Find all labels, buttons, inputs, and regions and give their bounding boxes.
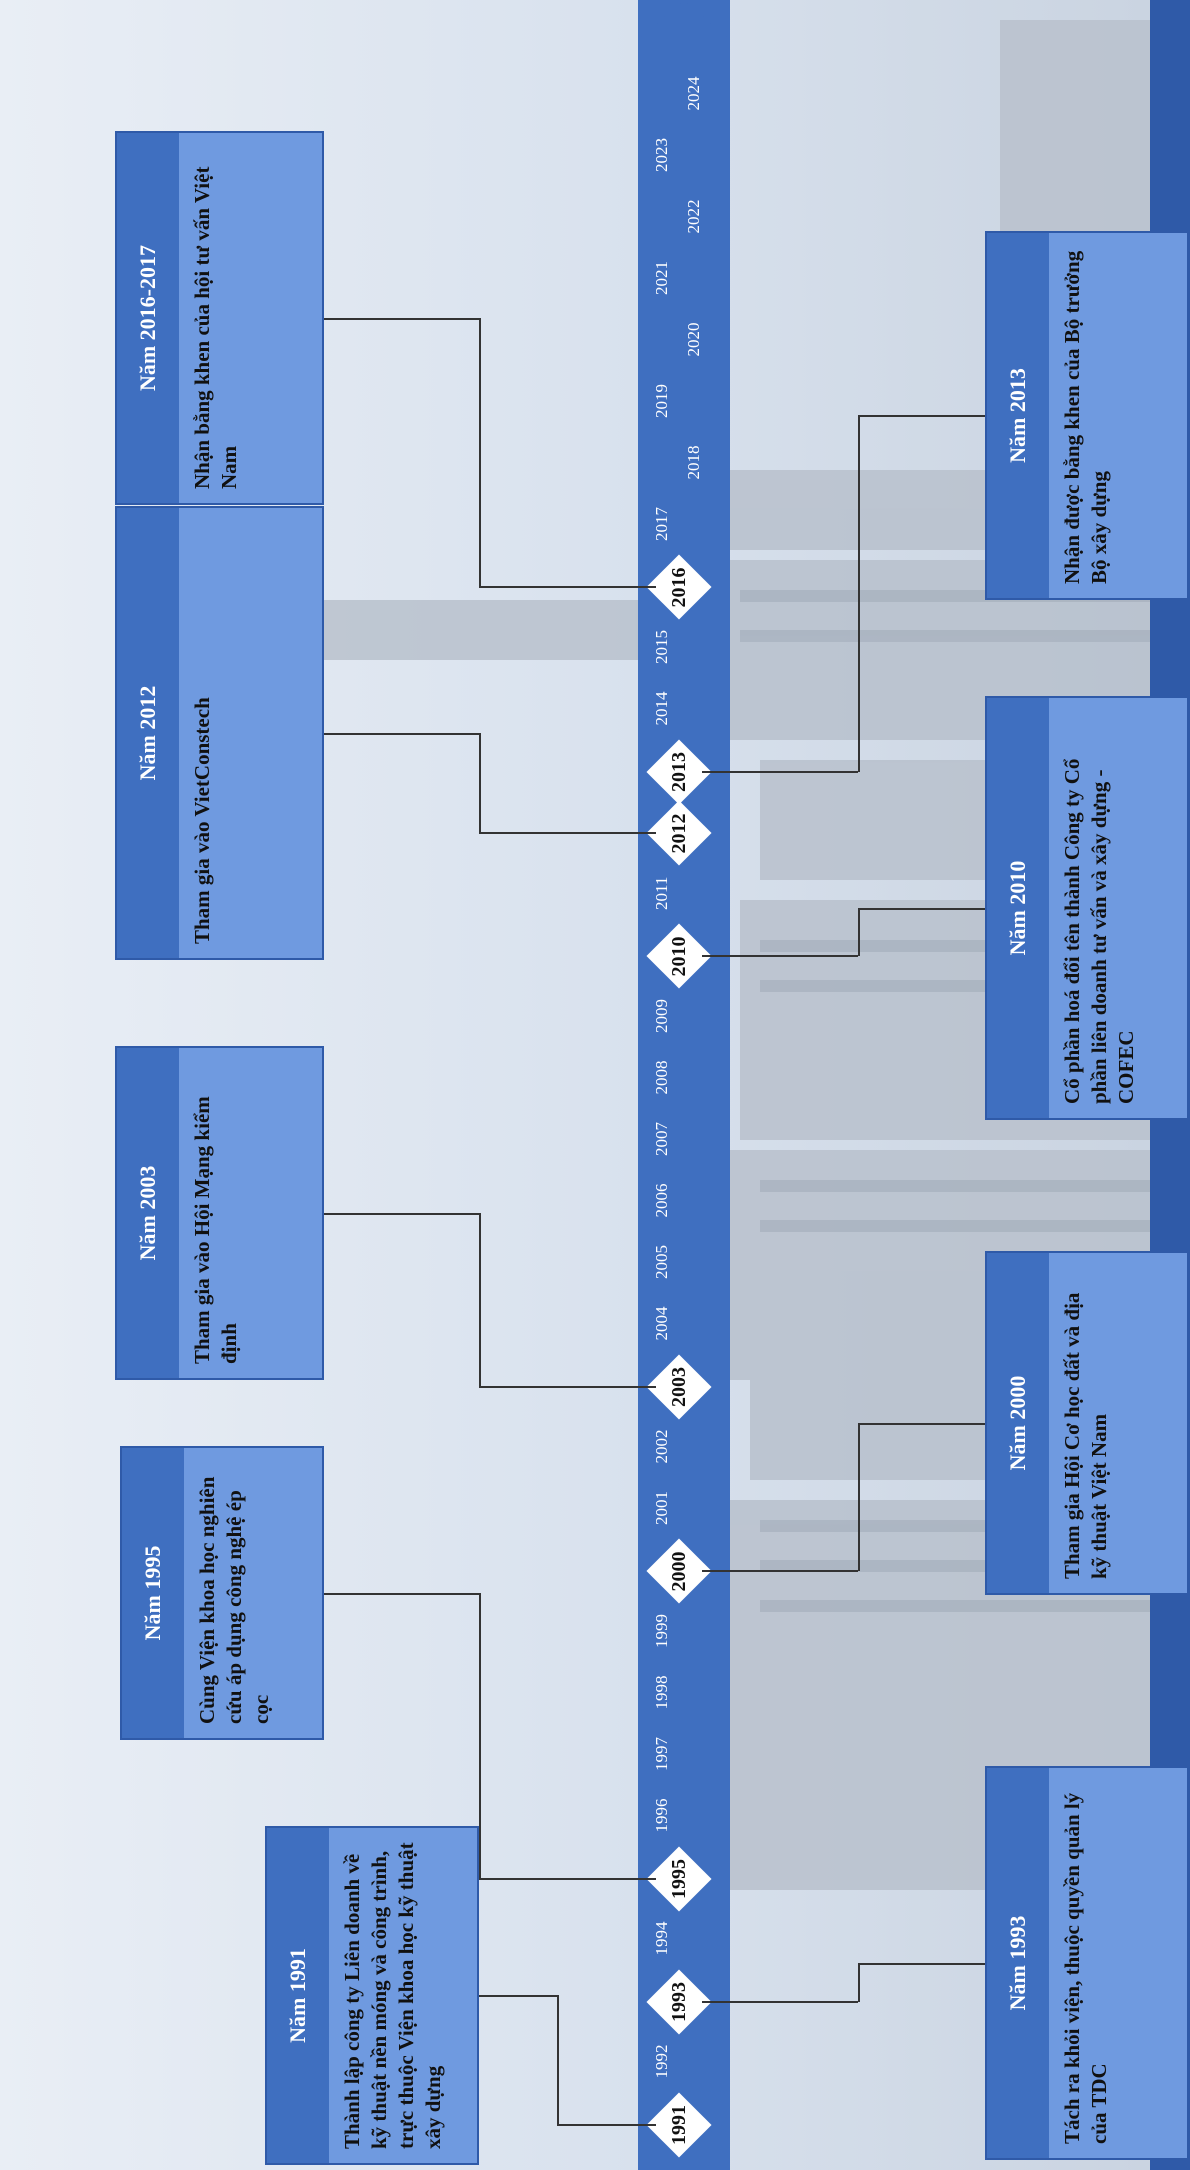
event-card-2000: Năm 2000 Tham gia Hội Cơ học đất và địa … <box>985 1251 1189 1595</box>
milestone-year-2003: 2003 <box>668 1367 690 1407</box>
event-title: Năm 2000 <box>987 1253 1049 1593</box>
year-tick-2011: 2011 <box>652 876 671 910</box>
milestone-year-2010: 2010 <box>668 936 690 977</box>
year-tick-2006: 2006 <box>652 1183 671 1218</box>
connector-stem-1995 <box>479 1878 656 1880</box>
connector-line-2010 <box>857 908 987 957</box>
year-tick-2005: 2005 <box>652 1245 671 1279</box>
year-tick-1996: 1996 <box>652 1798 671 1833</box>
event-card-2016: Năm 2016-2017 Nhận bằng khen của hội tư … <box>115 131 324 505</box>
connector-line-1991 <box>475 1995 559 2125</box>
connector-stem-2010 <box>702 955 858 958</box>
year-tick-2009: 2009 <box>652 999 671 1033</box>
year-tick-1992: 1992 <box>652 2044 671 2079</box>
connector-stem-1993 <box>702 2001 858 2003</box>
event-card-2012: Năm 2012 Tham gia vào VietConstech <box>115 506 324 960</box>
milestone-year-2016: 2016 <box>668 567 690 608</box>
event-text: Thành lập công ty Liên doanh về kỹ thuật… <box>340 1842 445 2149</box>
year-tick-2019: 2019 <box>652 384 671 418</box>
milestone-year-2000: 2000 <box>668 1551 690 1592</box>
year-tick-2020: 2020 <box>684 322 703 357</box>
event-title: Năm 2003 <box>117 1048 179 1378</box>
milestone-year-2012: 2012 <box>668 813 690 854</box>
year-tick-1999: 1999 <box>652 1614 671 1648</box>
milestone-year-2013: 2013 <box>668 752 690 792</box>
year-tick-2008: 2008 <box>652 1060 671 1095</box>
event-text: Tham gia vào VietConstech <box>190 697 214 944</box>
year-tick-2018: 2018 <box>684 445 703 480</box>
year-tick-2024: 2024 <box>684 76 703 111</box>
year-tick-2015: 2015 <box>652 630 671 664</box>
timeline-arrow-tip <box>638 0 730 40</box>
event-text: Nhận được bằng khen của Bộ trưởng Bộ xây… <box>1060 250 1111 584</box>
event-title: Năm 2010 <box>987 698 1049 1118</box>
event-title: Năm 2012 <box>117 508 179 958</box>
year-tick-2017: 2017 <box>652 507 671 541</box>
event-text: Tham gia vào Hội Mạng kiểm định <box>190 1096 241 1364</box>
event-text: Tách ra khỏi viện, thuộc quyền quản lý c… <box>1060 1792 1111 2144</box>
event-text: Cổ phần hoá đổi tên thành Công ty Cổ phầ… <box>1060 758 1138 1104</box>
event-title: Năm 1993 <box>987 1768 1049 2158</box>
event-title: Năm 1995 <box>122 1448 184 1738</box>
event-card-2013: Năm 2013 Nhận được bằng khen của Bộ trưở… <box>985 231 1189 600</box>
milestone-year-1995: 1995 <box>668 1859 690 1899</box>
connector-stem-2012 <box>479 832 656 835</box>
year-tick-2002: 2002 <box>652 1429 671 1464</box>
connector-line-1993 <box>857 1963 987 2002</box>
connector-line-2003 <box>320 1213 481 1387</box>
connector-stem-2013 <box>702 771 858 773</box>
year-tick-2022: 2022 <box>684 199 703 234</box>
event-card-1993: Năm 1993 Tách ra khỏi viện, thuộc quyền … <box>985 1766 1189 2160</box>
year-tick-2007: 2007 <box>652 1122 671 1156</box>
connector-line-2016 <box>320 318 481 588</box>
connector-stem-2000 <box>702 1570 858 1573</box>
event-text: Tham gia Hội Cơ học đất và địa kỹ thuật … <box>1060 1292 1111 1579</box>
connector-stem-2016 <box>479 586 656 589</box>
connector-stem-1991 <box>556 2124 656 2126</box>
event-text: Nhận bằng khen của hội tư vấn Việt Nam <box>190 166 241 489</box>
year-tick-2021: 2021 <box>652 261 671 295</box>
year-tick-1994: 1994 <box>652 1921 671 1956</box>
year-tick-1997: 1997 <box>652 1737 671 1771</box>
event-text: Cùng Viện khoa học nghiên cứu áp dụng cô… <box>195 1476 273 1724</box>
event-card-2003: Năm 2003 Tham gia vào Hội Mạng kiểm định <box>115 1046 324 1380</box>
event-card-2010: Năm 2010 Cổ phần hoá đổi tên thành Công … <box>985 696 1189 1120</box>
milestone-year-1991: 1991 <box>668 2105 690 2145</box>
event-title: Năm 2016-2017 <box>117 133 179 503</box>
event-card-1995: Năm 1995 Cùng Viện khoa học nghiên cứu á… <box>120 1446 324 1740</box>
connector-line-2012 <box>320 733 481 834</box>
event-title: Năm 2013 <box>987 233 1049 598</box>
milestone-year-1993: 1993 <box>668 1982 690 2022</box>
connector-line-2000 <box>857 1423 987 1572</box>
year-tick-2014: 2014 <box>652 691 671 726</box>
year-tick-2001: 2001 <box>652 1491 671 1525</box>
event-title: Năm 1991 <box>267 1828 329 2163</box>
connector-line-2013 <box>857 415 987 772</box>
year-tick-2023: 2023 <box>652 138 671 172</box>
year-tick-1998: 1998 <box>652 1675 671 1710</box>
connector-stem-2003 <box>479 1386 656 1388</box>
event-card-1991: Năm 1991 Thành lập công ty Liên doanh về… <box>265 1826 479 2165</box>
year-tick-2004: 2004 <box>652 1306 671 1341</box>
